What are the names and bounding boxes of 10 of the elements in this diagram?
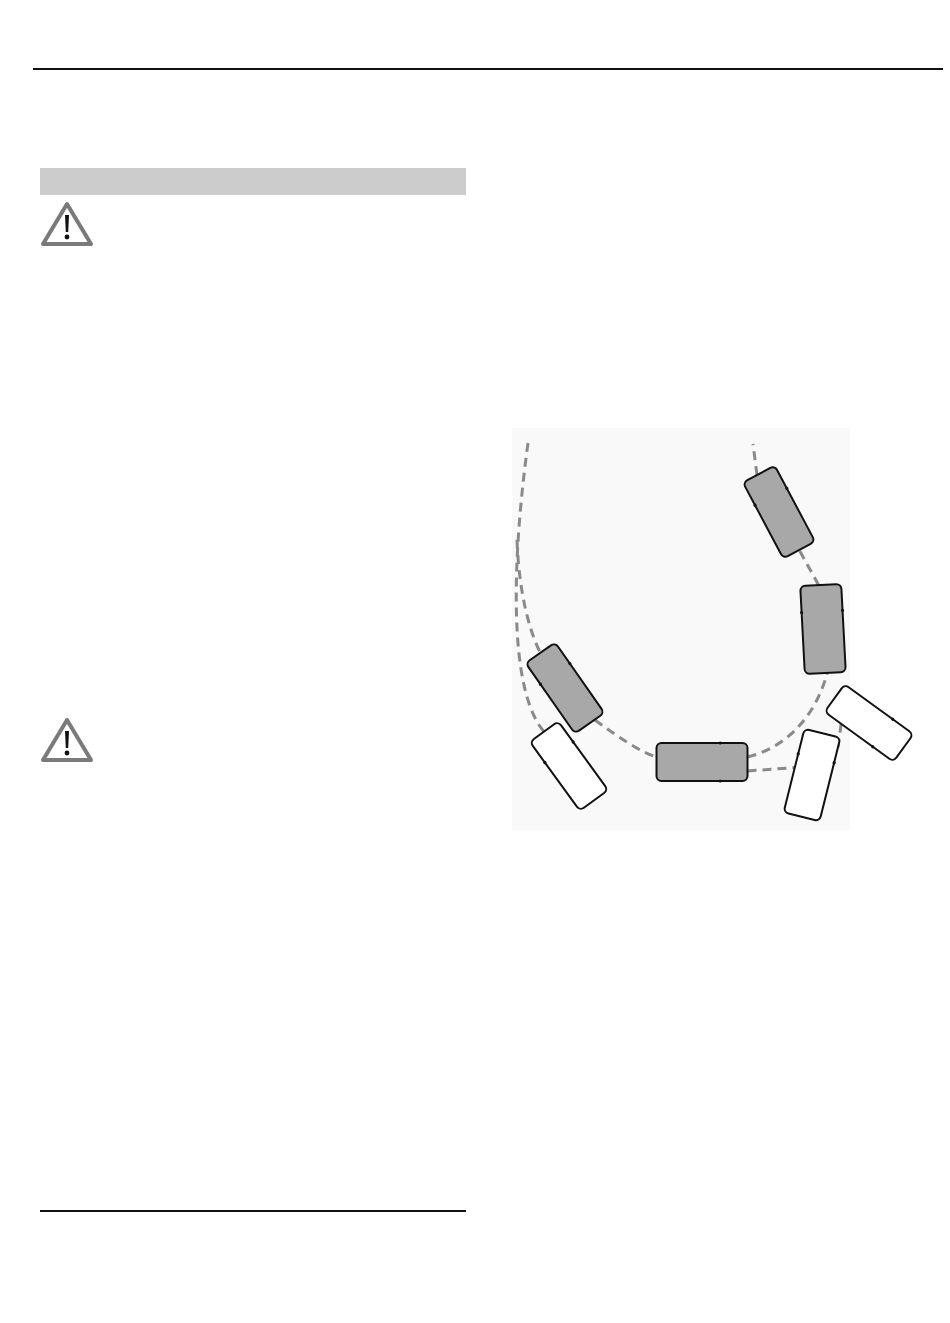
dashed-connector <box>747 766 795 773</box>
dashed-connector <box>747 672 829 759</box>
vehicle-shape <box>799 583 847 675</box>
dashed-connector <box>797 549 820 586</box>
heading-bar <box>40 168 466 195</box>
dashed-connector <box>514 442 546 733</box>
vehicle-shape <box>655 741 749 783</box>
dashed-connector <box>751 443 759 476</box>
dashed-connector <box>593 718 657 759</box>
dashed-connector <box>515 539 542 654</box>
